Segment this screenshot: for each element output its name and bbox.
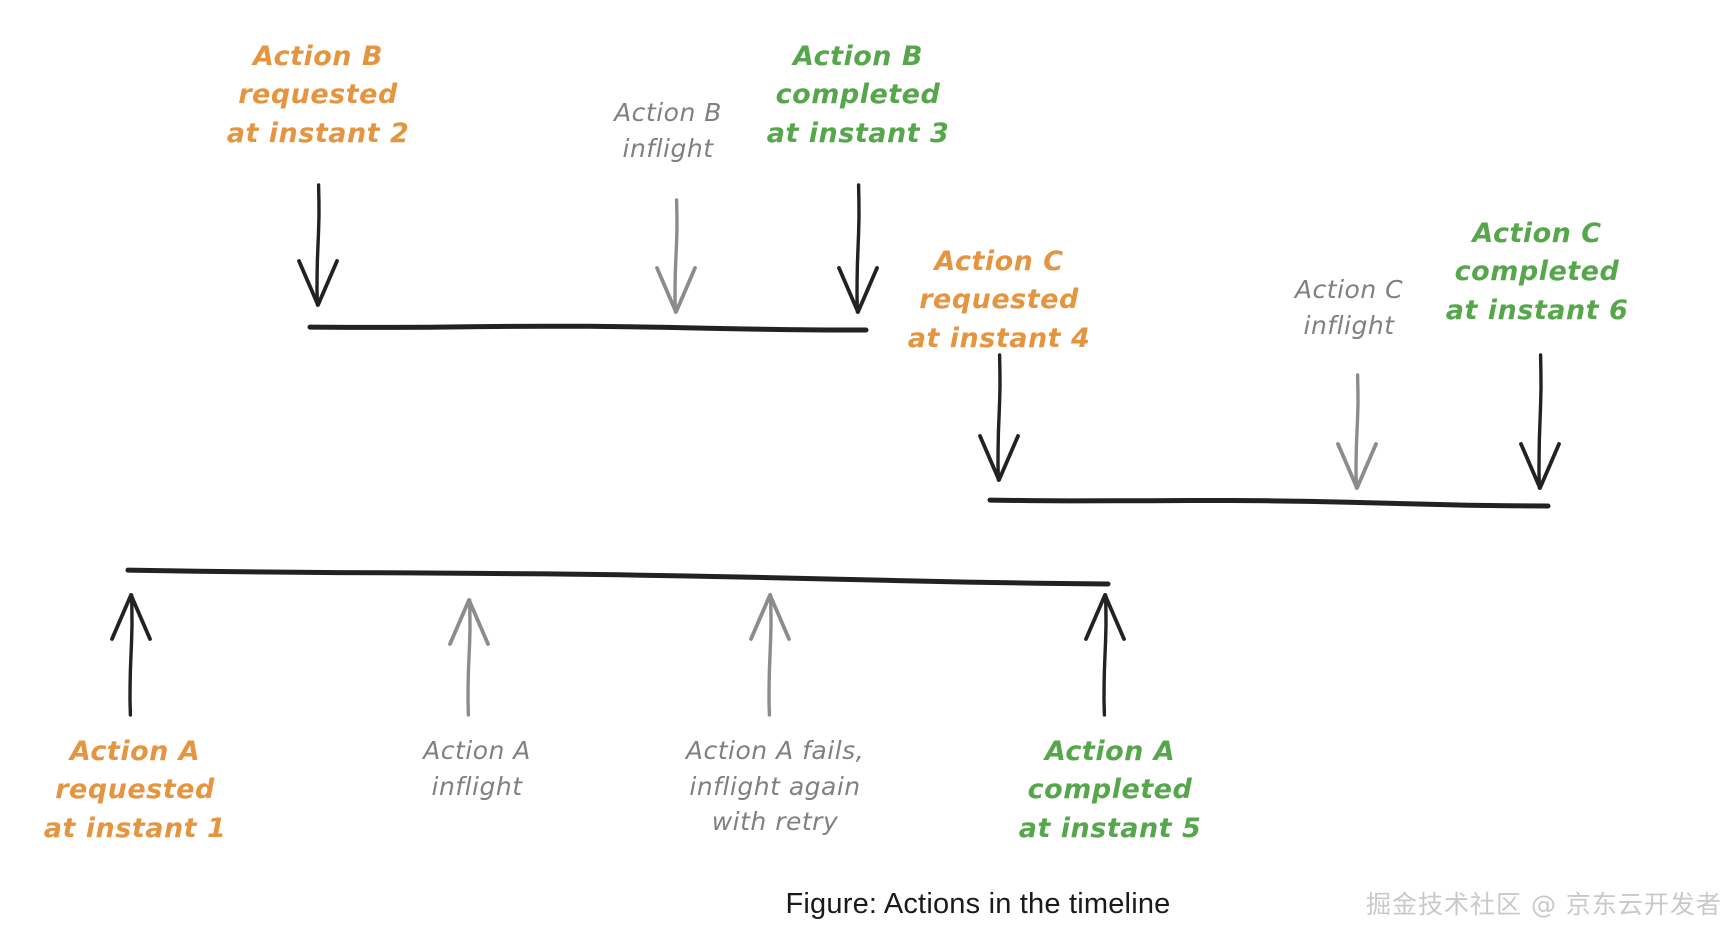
arrow-head-b-completed (837, 266, 879, 314)
label-b-requested: Action B requested at instant 2 (226, 41, 410, 149)
arrow-head-a-inflight (448, 598, 490, 646)
arrow-c-requested (978, 353, 1020, 482)
arrow-b-requested (297, 183, 339, 307)
timeline-line-a (125, 567, 1111, 587)
label-a-requested: Action A requested at instant 1 (43, 736, 227, 844)
arrow-shaft-b-completed (855, 183, 861, 314)
arrow-shaft-b-requested (315, 183, 321, 307)
arrow-head-a-requested (110, 593, 152, 641)
arrow-a-completed (1084, 593, 1126, 717)
arrow-shaft-a-inflight (466, 598, 472, 717)
arrow-shaft-b-inflight (673, 198, 679, 314)
watermark-text: 掘金技术社区 @ 京东云开发者 (1366, 890, 1722, 919)
label-a-completed: Action A completed at instant 5 (1018, 736, 1202, 844)
arrow-b-inflight (655, 198, 697, 314)
label-b-completed: Action B completed at instant 3 (766, 41, 950, 149)
arrow-shaft-a-requested (128, 593, 134, 717)
timeline-line-b (307, 323, 869, 333)
arrow-b-completed (837, 183, 879, 314)
arrow-head-b-inflight (655, 266, 697, 314)
arrow-shaft-c-requested (996, 353, 1002, 482)
arrow-c-completed (1519, 353, 1561, 490)
arrow-head-a-completed (1084, 593, 1126, 641)
label-c-inflight: Action C inflight (1294, 275, 1404, 340)
arrow-head-c-requested (978, 434, 1020, 482)
arrow-head-c-completed (1519, 442, 1561, 490)
timeline-lines-group (125, 323, 1551, 587)
figure-caption: Figure: Actions in the timeline (785, 888, 1171, 920)
arrow-c-inflight (1336, 373, 1378, 490)
arrow-shaft-c-inflight (1354, 373, 1360, 490)
arrow-head-b-requested (297, 259, 339, 307)
arrow-a-inflight (448, 598, 490, 717)
timeline-line-c (987, 497, 1551, 509)
arrow-head-c-inflight (1336, 442, 1378, 490)
arrow-a-requested (110, 593, 152, 717)
arrow-shaft-c-completed (1537, 353, 1543, 490)
arrow-head-a-failed (749, 593, 791, 641)
arrow-shaft-a-completed (1102, 593, 1108, 717)
arrow-a-failed (749, 593, 791, 717)
timeline-arrows-group (110, 183, 1561, 717)
label-a-failed: Action A fails, inflight again with retr… (685, 736, 865, 836)
label-c-requested: Action C requested at instant 4 (907, 246, 1091, 354)
arrow-shaft-a-failed (767, 593, 773, 717)
label-a-inflight: Action A inflight (423, 736, 531, 801)
label-c-completed: Action C completed at instant 6 (1445, 218, 1629, 326)
label-b-inflight: Action B inflight (614, 98, 722, 163)
